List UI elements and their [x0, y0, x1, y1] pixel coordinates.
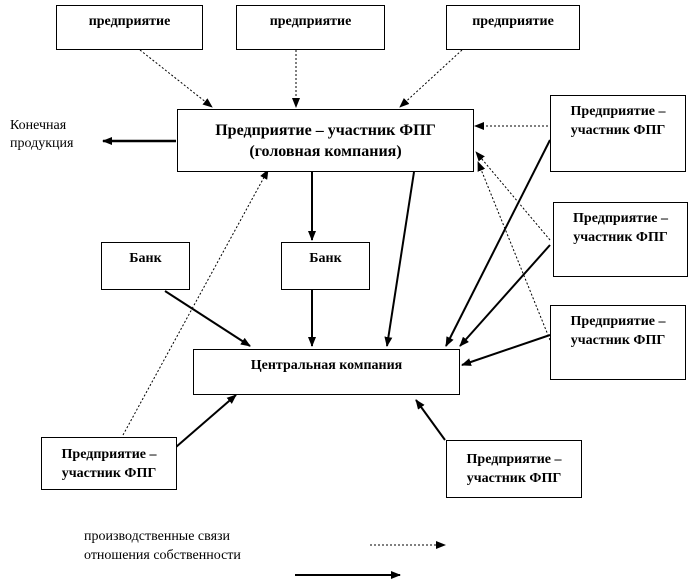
- central-company-box: Центральная компания: [193, 349, 460, 395]
- bottom-left-member-box: Предприятие – участник ФПГ: [41, 437, 177, 490]
- right-member-box-3: Предприятие – участник ФПГ: [550, 305, 686, 380]
- top-enterprise-label-2: предприятие: [269, 14, 352, 29]
- right-member-1-line-1: Предприятие –: [570, 104, 666, 119]
- final-product-line-2: продукция: [10, 136, 74, 151]
- legend-production-links-label: производственные связи: [84, 529, 231, 544]
- right-member-2-line-1: Предприятие –: [573, 211, 668, 226]
- bank-box-1: Банк: [101, 242, 190, 290]
- bottom-right-member-box: Предприятие – участник ФПГ: [446, 440, 582, 498]
- bank-box-2: Банк: [281, 242, 370, 290]
- top-enterprise-label-1: предприятие: [88, 14, 171, 29]
- legend-ownership-relations-label: отношения собственности: [84, 548, 241, 563]
- central-company-label: Центральная компания: [250, 358, 403, 373]
- head-company-line-1: Предприятие – участник ФПГ: [215, 121, 436, 139]
- link-right2-to-head: [475, 151, 551, 241]
- link-right1-to-central: [445, 139, 551, 347]
- link-right3-to-central: [461, 334, 551, 366]
- bottom-left-member-line-2: участник ФПГ: [61, 465, 157, 481]
- link-right3-to-head: [477, 161, 551, 341]
- link-bottomleft-to-central: [175, 394, 237, 448]
- link-bank1-to-central: [164, 290, 251, 347]
- bank-label-1: Банк: [129, 251, 162, 266]
- top-enterprise-label-3: предприятие: [472, 14, 554, 29]
- head-company-box: Предприятие – участник ФПГ (головная ком…: [177, 109, 474, 172]
- bottom-right-member-line-1: Предприятие –: [466, 452, 562, 467]
- final-product-label: Конечная продукция: [10, 117, 73, 153]
- right-member-3-line-2: участник ФПГ: [570, 333, 666, 348]
- bank-label-2: Банк: [309, 251, 342, 266]
- link-top1-to-head: [139, 49, 213, 108]
- top-enterprise-box-2: предприятие: [236, 5, 385, 50]
- link-right2-to-central: [459, 244, 551, 347]
- right-member-2-line-2: участник ФПГ: [573, 230, 668, 245]
- right-member-3-line-1: Предприятие –: [570, 314, 666, 329]
- right-member-1-line-2: участник ФПГ: [570, 123, 666, 138]
- head-company-line-2: (головная компания): [249, 142, 402, 160]
- top-enterprise-box-3: предприятие: [446, 5, 580, 50]
- top-enterprise-box-1: предприятие: [56, 5, 203, 50]
- link-bottomright-to-central: [415, 399, 446, 441]
- link-top3-to-head: [399, 49, 463, 108]
- link-head-to-central: [384, 171, 415, 347]
- right-member-box-1: Предприятие – участник ФПГ: [550, 95, 686, 172]
- final-product-line-1: Конечная: [10, 118, 67, 133]
- right-member-box-2: Предприятие – участник ФПГ: [553, 202, 688, 277]
- bottom-right-member-line-2: участник ФПГ: [466, 471, 562, 486]
- bottom-left-member-line-1: Предприятие –: [61, 446, 157, 462]
- link-bottomleft-to-head: [122, 169, 269, 436]
